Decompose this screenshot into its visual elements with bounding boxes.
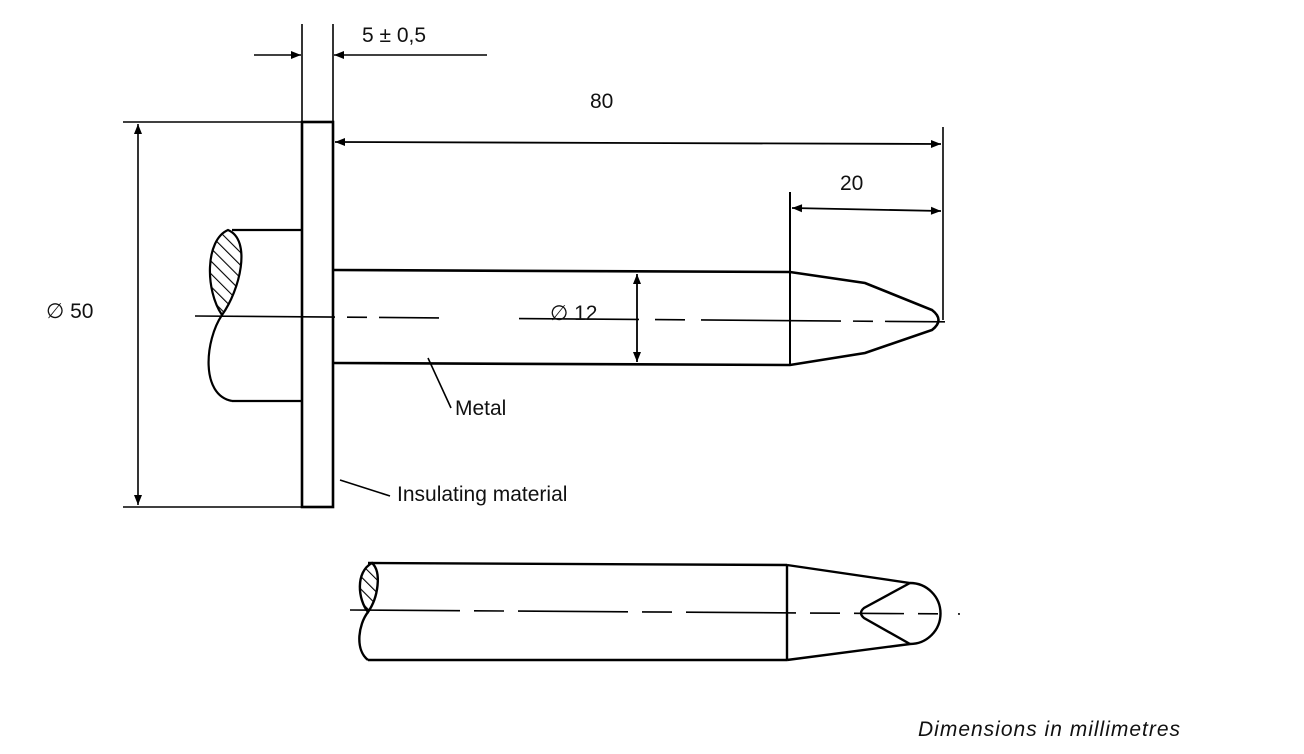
- length-label: 80: [590, 90, 613, 113]
- tip-length-dimension: [789, 192, 942, 365]
- thickness-dimension: [254, 24, 487, 122]
- plate-diameter-label: ∅ 50: [46, 300, 94, 323]
- units-caption: Dimensions in millimetres: [918, 718, 1182, 741]
- insulating-leader: [339, 479, 391, 497]
- handle-shaft-break: [207, 228, 302, 403]
- tip-length-label: 20: [840, 172, 863, 195]
- metal-label: Metal: [455, 397, 506, 420]
- pin-diameter-label: ∅ 12: [550, 302, 598, 325]
- pin-tip-view: [349, 561, 961, 662]
- metal-leader: [427, 357, 452, 409]
- plate-diameter-dimension: [123, 121, 302, 508]
- insulating-plate: [300, 120, 335, 509]
- insulating-label: Insulating material: [397, 483, 567, 506]
- center-line: [194, 315, 966, 323]
- length-dimension: [334, 127, 944, 320]
- metal-pin: [332, 268, 940, 367]
- tolerance-label: 5 ± 0,5: [362, 24, 426, 47]
